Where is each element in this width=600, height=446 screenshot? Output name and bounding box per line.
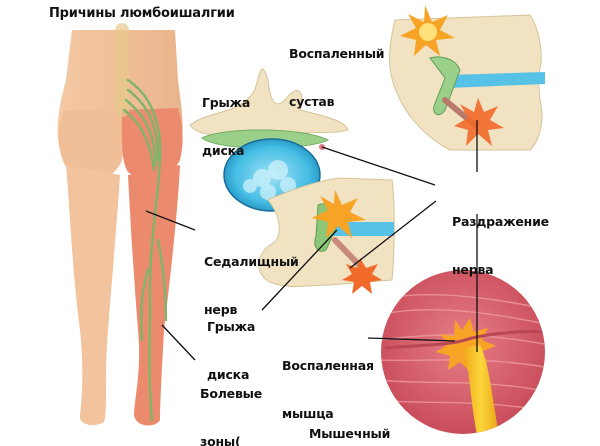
leader-lines — [145, 120, 478, 361]
label-disc-hernia-top: Грыжа диска — [202, 95, 251, 158]
label-sciatic-nerve: Седалищный нерв — [204, 254, 299, 317]
body-figure — [57, 23, 183, 426]
label-inflamed-joint: Воспаленный сустав — [289, 46, 385, 109]
label-nerve-irritation: Раздражение нерва — [452, 214, 549, 277]
muscle-closeup — [381, 270, 545, 434]
vertebra-nerve-root — [258, 177, 395, 294]
diagram-title: Причины люмбоишалгии — [49, 6, 235, 21]
label-pain-zones: Болевые зоны( красный цвет) — [200, 386, 263, 446]
label-muscle-spasm: Мышечный спазм — [309, 426, 391, 441]
label-inflamed-muscle: Воспаленная мышца — [282, 358, 374, 421]
vertebra-inflamed-joint — [389, 5, 545, 151]
label-disc-hernia-bottom: Грыжа диска — [207, 319, 256, 382]
